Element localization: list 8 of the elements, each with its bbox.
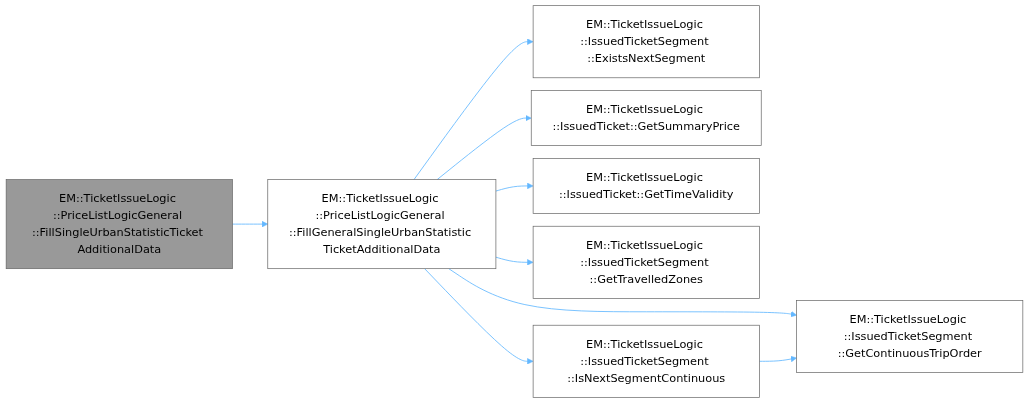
node-box: EM::TicketIssueLogic ::PriceListLogicGeneral ::FillSingleUrbanStatisticTicket AdditionalData — [5, 179, 233, 270]
node-box: EM::TicketIssueLogic ::IssuedTicketSegment ::GetTravelledZones — [532, 225, 760, 299]
node-box: EM::TicketIssueLogic ::IssuedTicketSegment ::GetContinuousTripOrder — [796, 300, 1024, 373]
node-box: EM::TicketIssueLogic ::IssuedTicketSegment ::IsNextSegmentContinuous — [532, 324, 760, 398]
node-box: EM::TicketIssueLogic ::IssuedTicketSegment ::ExistsNextSegment — [532, 5, 760, 79]
node-box: EM::TicketIssueLogic ::PriceListLogicGeneral ::FillGeneralSingleUrbanStatistic TicketAdditionalData — [267, 179, 497, 270]
node-box: EM::TicketIssueLogic ::IssuedTicket::GetTimeValidity — [532, 158, 760, 214]
node-box: EM::TicketIssueLogic ::IssuedTicket::GetSummaryPrice — [530, 90, 762, 146]
